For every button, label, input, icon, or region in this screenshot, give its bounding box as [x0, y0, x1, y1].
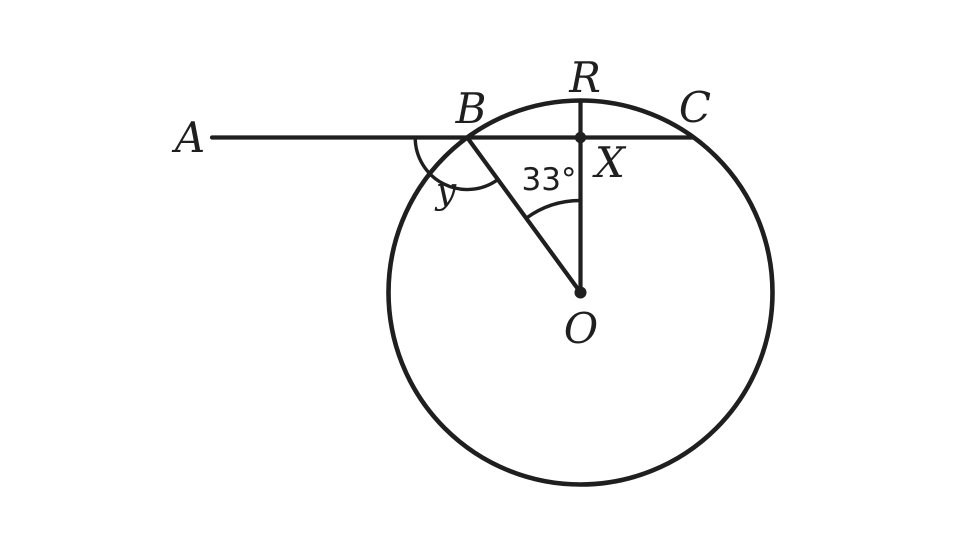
- point-label-c: C: [679, 83, 711, 132]
- point-label-o: O: [564, 304, 598, 353]
- angle-arc-33: [524, 198, 583, 220]
- point-label-r: R: [568, 53, 601, 102]
- point-label-b: B: [455, 84, 487, 133]
- point-label-x: X: [592, 138, 627, 187]
- point-label-a: A: [171, 113, 205, 162]
- point-o-dot: [574, 286, 587, 299]
- segment-bo: [465, 135, 583, 295]
- point-x-dot: [574, 131, 587, 144]
- angle-label-y: y: [434, 171, 457, 212]
- angle-label-33deg: 33°: [522, 162, 577, 198]
- angle-arc-y: [413, 135, 500, 192]
